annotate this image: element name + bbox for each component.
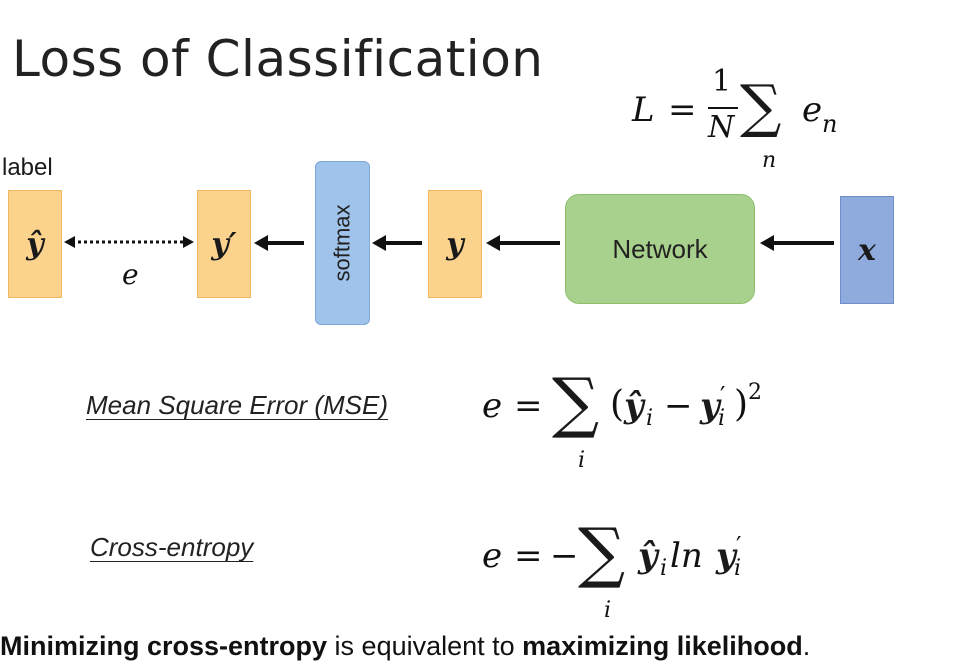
ce-yprime-sup: ′ [736, 532, 742, 560]
arrow-y-to-softmax [372, 235, 422, 251]
loss-lhs: L [632, 90, 655, 130]
ce-sum-symbol: ∑ [578, 514, 626, 591]
ce-yprime: y [716, 536, 736, 576]
ce-yhat-sub: i [660, 556, 668, 581]
arrow-x-to-network [760, 235, 834, 251]
network-box: Network [565, 194, 755, 304]
mse-open-paren: ( [610, 384, 625, 425]
mse-formula: e = ∑ i ( ŷ i − y ′ i ) 2 [482, 360, 802, 480]
y-hat-box: ŷ [8, 190, 62, 298]
loss-term-sub: n [822, 110, 838, 138]
mse-equals: = [514, 386, 543, 426]
loss-numerator: 1 [712, 64, 732, 99]
loss-sum-index: n [762, 148, 777, 173]
cross-entropy-label: Cross-entropy [90, 532, 254, 562]
dotted-double-arrow [64, 236, 194, 248]
mse-sum-index: i [578, 448, 586, 473]
ce-sum-index: i [604, 598, 612, 623]
mse-minus: − [664, 386, 693, 426]
cross-entropy-formula: e = − ∑ i ŷ i ln y ′ i [482, 510, 802, 630]
ce-yhat: ŷ [638, 536, 658, 576]
ce-minus: − [550, 536, 579, 576]
bottom-statement: Minimizing cross-entropy is equivalent t… [0, 631, 810, 662]
slide-title: Loss of Classification [12, 30, 544, 88]
mse-label: Mean Square Error (MSE) [86, 390, 388, 420]
label-text: label [2, 154, 53, 181]
softmax-label: softmax [329, 204, 355, 282]
mse-sum-symbol: ∑ [552, 364, 600, 441]
loss-term: e [802, 90, 823, 130]
mse-yhat: ŷ [624, 386, 644, 426]
network-label: Network [612, 233, 708, 264]
loss-formula: L = 1 N ∑ n e n [632, 64, 872, 180]
y-hat-symbol: ŷ [26, 226, 44, 262]
x-input-symbol: x [858, 232, 876, 268]
arrow-softmax-to-yprime [254, 235, 304, 251]
y-output-box: y [428, 190, 482, 298]
ce-lhs: e [482, 536, 503, 576]
loss-denominator: N [708, 110, 735, 145]
mse-yprime-sub: i [718, 406, 726, 431]
error-e-symbol: e [122, 258, 139, 291]
loss-equals: = [668, 90, 697, 130]
y-prime-symbol: y′ [211, 226, 237, 262]
ce-equals: = [514, 536, 543, 576]
mse-yhat-sub: i [646, 406, 654, 431]
x-input-box: x [840, 196, 894, 304]
mse-yprime-sup: ′ [720, 382, 726, 410]
ce-yprime-sub: i [734, 556, 742, 581]
mse-close-paren: ) [734, 384, 749, 425]
y-output-symbol: y [446, 226, 464, 262]
loss-sum-symbol: ∑ [740, 72, 782, 140]
mse-yprime: y [700, 386, 720, 426]
mse-power: 2 [748, 380, 762, 405]
statement-end: . [802, 631, 811, 661]
mse-lhs: e [482, 386, 503, 426]
arrow-network-to-y [486, 235, 560, 251]
ce-ln: ln [670, 536, 703, 576]
loss-fraction-bar [708, 107, 738, 109]
statement-bold-minimizing: Minimizing cross-entropy [0, 631, 328, 661]
statement-bold-maximizing: maximizing likelihood [522, 631, 803, 661]
statement-middle: is equivalent to [327, 631, 523, 661]
softmax-box: softmax [315, 161, 370, 325]
y-prime-box: y′ [197, 190, 251, 298]
